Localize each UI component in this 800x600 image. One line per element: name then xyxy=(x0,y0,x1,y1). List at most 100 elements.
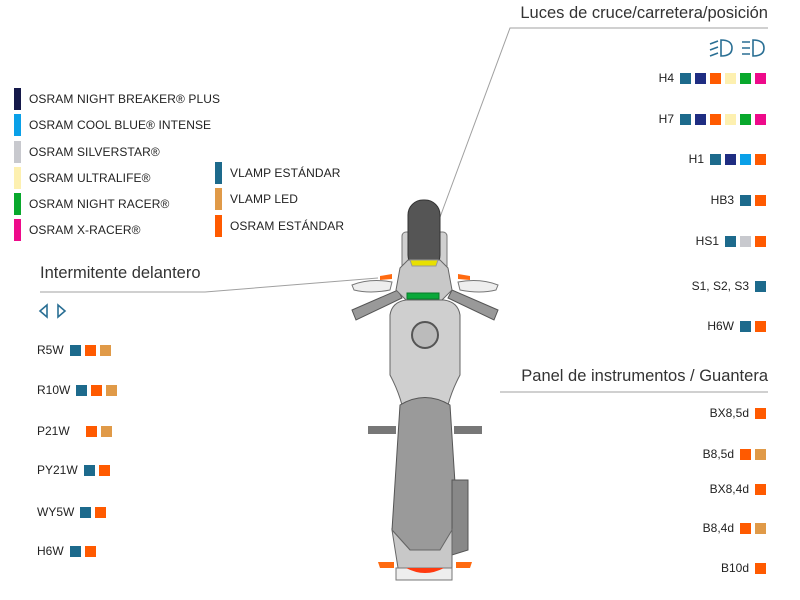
legend-label: OSRAM COOL BLUE® INTENSE xyxy=(29,118,212,132)
headlight-leader-line xyxy=(435,27,768,229)
color-swatch-vlamp-std xyxy=(710,153,721,165)
bulb-row: PY21W xyxy=(37,463,110,477)
color-swatch-osram-std xyxy=(755,320,766,332)
color-swatch-night-racer xyxy=(740,72,751,84)
color-swatch-osram-std xyxy=(91,384,103,396)
color-swatch-vlamp-led xyxy=(755,522,766,534)
color-swatch-osram-std xyxy=(710,113,721,125)
bulb-type-label: B8,4d xyxy=(702,521,734,535)
bulb-type-label: WY5W xyxy=(37,505,75,519)
color-swatch-vlamp-std xyxy=(740,194,751,206)
color-swatch-osram-std xyxy=(84,545,96,557)
bulb-type-label: R10W xyxy=(37,383,71,397)
low-beam-icon xyxy=(709,39,733,57)
legend-color-swatch xyxy=(215,162,222,184)
bulb-row: H6W xyxy=(37,544,96,558)
color-swatch-vlamp-led xyxy=(99,344,111,356)
bulb-row: R5W xyxy=(37,343,111,357)
bulb-row: R10W xyxy=(37,383,118,397)
color-swatch-vlamp-std xyxy=(680,113,691,125)
bulb-row: B8,4d xyxy=(703,521,766,535)
bulb-type-label: P21W xyxy=(37,424,70,438)
legend-label: OSRAM ESTÁNDAR xyxy=(230,219,345,233)
bulb-type-label: H6W xyxy=(37,544,64,558)
motorcycle-illustration xyxy=(351,199,499,581)
color-swatch-vlamp-std xyxy=(76,384,88,396)
bulb-type-label: H7 xyxy=(658,112,674,126)
color-swatch-navy xyxy=(695,72,706,84)
bulb-row: H7 xyxy=(659,112,766,126)
bulb-row: B8,5d xyxy=(703,447,766,461)
color-swatch-vlamp-std xyxy=(80,506,92,518)
legend-item: OSRAM NIGHT BREAKER® PLUS xyxy=(14,88,220,110)
bulb-row: H1 xyxy=(689,152,766,166)
bulb-row: B10d xyxy=(721,561,766,575)
bulb-row: HS1 xyxy=(696,234,766,248)
legend-color-swatch xyxy=(14,114,21,136)
bulb-row: BX8,5d xyxy=(710,406,766,420)
legend-color-swatch xyxy=(14,219,21,241)
legend-color-swatch xyxy=(14,88,21,110)
legend-label: OSRAM NIGHT RACER® xyxy=(29,197,170,211)
panel-title: Panel de instrumentos / Guantera xyxy=(521,367,768,385)
color-swatch-vlamp-std xyxy=(83,464,95,476)
bulb-row: H4 xyxy=(659,71,766,85)
bulb-type-label: H4 xyxy=(658,71,674,85)
legend-color-swatch xyxy=(14,141,21,163)
color-swatch-ultralife xyxy=(725,72,736,84)
color-swatch-vlamp-std xyxy=(69,545,81,557)
bulb-type-label: B8,5d xyxy=(702,447,734,461)
color-swatch-osram-std xyxy=(84,344,96,356)
indicator-icons xyxy=(38,303,67,319)
color-swatch-osram-std xyxy=(98,464,110,476)
bulb-row: BX8,4d xyxy=(710,482,766,496)
color-swatch-osram-std xyxy=(95,506,107,518)
legend-label: OSRAM NIGHT BREAKER® PLUS xyxy=(29,92,221,106)
bulb-type-label: BX8,5d xyxy=(709,406,749,420)
color-swatch-osram-std xyxy=(85,425,97,437)
bulb-type-label: B10d xyxy=(720,561,749,575)
legend-item: OSRAM X-RACER® xyxy=(14,219,141,241)
color-swatch-vlamp-std xyxy=(740,320,751,332)
color-swatch-vlamp-std xyxy=(725,235,736,247)
color-swatch-night-racer xyxy=(740,113,751,125)
color-swatch-x-racer xyxy=(755,113,766,125)
legend-item: VLAMP LED xyxy=(215,188,298,210)
legend-color-swatch xyxy=(14,193,21,215)
color-swatch-cool-blue xyxy=(740,153,751,165)
bulb-row: S1, S2, S3 xyxy=(692,279,766,293)
color-swatch-vlamp-std xyxy=(680,72,691,84)
color-swatch-x-racer xyxy=(755,72,766,84)
bulb-row: H6W xyxy=(707,319,766,333)
legend-item: OSRAM NIGHT RACER® xyxy=(14,193,169,215)
color-swatch-osram-std xyxy=(755,235,766,247)
bulb-row: P21W xyxy=(37,424,112,438)
bulb-type-label: H6W xyxy=(707,319,734,333)
color-swatch-osram-std xyxy=(740,448,751,460)
color-swatch-vlamp-std xyxy=(69,344,81,356)
bulb-type-label: R5W xyxy=(37,343,64,357)
legend-label: OSRAM X-RACER® xyxy=(29,223,141,237)
legend-item: OSRAM ULTRALIFE® xyxy=(14,167,151,189)
color-swatch-osram-std xyxy=(755,153,766,165)
color-swatch-osram-std xyxy=(740,522,751,534)
legend-label: OSRAM SILVERSTAR® xyxy=(29,145,160,159)
legend-item: OSRAM SILVERSTAR® xyxy=(14,141,160,163)
color-swatch-ultralife xyxy=(725,113,736,125)
high-beam-icon xyxy=(742,39,765,57)
bulb-type-label: PY21W xyxy=(37,463,78,477)
color-swatch-osram-std xyxy=(755,562,766,574)
bulb-type-label: HS1 xyxy=(695,234,719,248)
legend-item: OSRAM ESTÁNDAR xyxy=(215,215,344,237)
bulb-row: HB3 xyxy=(711,193,766,207)
color-swatch-osram-std xyxy=(710,72,721,84)
legend-item: OSRAM COOL BLUE® INTENSE xyxy=(14,114,211,136)
headlights-title: Luces de cruce/carretera/posición xyxy=(520,4,768,22)
color-swatch-osram-std xyxy=(755,194,766,206)
headlight-icons xyxy=(709,39,765,57)
color-swatch-osram-std xyxy=(755,407,766,419)
legend-label: VLAMP ESTÁNDAR xyxy=(230,166,341,180)
color-swatch-vlamp-led xyxy=(755,448,766,460)
bulb-row: WY5W xyxy=(37,505,107,519)
